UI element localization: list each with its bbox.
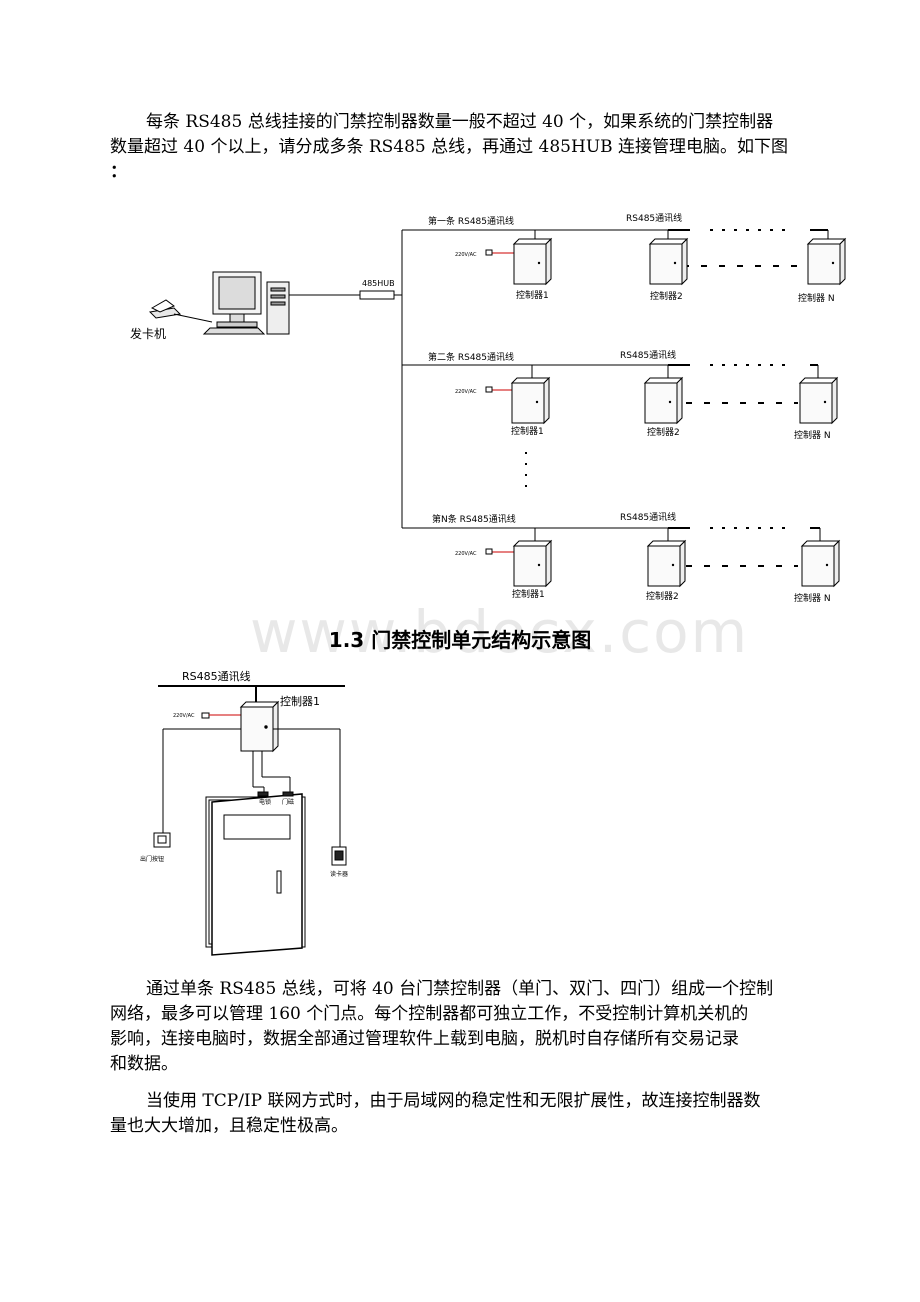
hub-label: 485HUB	[362, 279, 395, 288]
row1-controller-n-label: 控制器 N	[798, 292, 835, 304]
card-reader-label: 读卡器	[330, 870, 348, 878]
bus-row-2	[402, 364, 839, 425]
row1-bus-line-label: RS485通讯线	[626, 212, 682, 224]
rown-power-label: 220V/AC	[455, 551, 477, 557]
row2-bus-line-label: RS485通讯线	[620, 349, 676, 361]
card-issuer-label: 发卡机	[130, 326, 166, 341]
intro-line-1: 每条 RS485 总线挂接的门禁控制器数量一般不超过 40 个，如果系统的门禁控…	[146, 112, 774, 132]
row2-controller-n-label: 控制器 N	[794, 429, 831, 441]
description-line-4: 和数据。	[110, 1054, 178, 1074]
section-heading: 1.3 门禁控制单元结构示意图	[328, 628, 592, 652]
tcpip-line-2: 量也大大增加，且稳定性极高。	[110, 1116, 348, 1136]
row1-bus-name: 第一条 RS485通讯线	[428, 215, 514, 227]
row2-bus-name: 第二条 RS485通讯线	[428, 351, 514, 363]
row2-power-label: 220V/AC	[455, 389, 477, 395]
hub-device	[359, 290, 395, 300]
row1-controller-2-label: 控制器2	[650, 290, 683, 302]
intro-line-2: 数量超过 40 个以上，请分成多条 RS485 总线，再通过 485HUB 连接…	[110, 137, 789, 157]
intro-paragraph: 每条 RS485 总线挂接的门禁控制器数量一般不超过 40 个，如果系统的门禁控…	[110, 110, 810, 185]
card-issuer-icon	[148, 299, 213, 323]
intro-line-3: ：	[110, 162, 127, 182]
unit-bus-label: RS485通讯线	[182, 669, 251, 683]
description-line-3: 影响，连接电脑时，数据全部通过管理软件上载到电脑，脱机时自存储所有交易记录	[110, 1029, 739, 1049]
bus-row-n	[402, 527, 841, 588]
controller-box	[239, 700, 280, 753]
rown-bus-name: 第N条 RS485通讯线	[432, 513, 516, 525]
tcpip-paragraph: 当使用 TCP/IP 联网方式时，由于局域网的稳定性和无限扩展性，故连接控制器数…	[110, 1089, 810, 1139]
rown-controller-1-label: 控制器1	[512, 588, 545, 600]
rown-controller-2-label: 控制器2	[646, 590, 679, 602]
watermark: www.bdocx.com	[250, 598, 750, 666]
description-line-1: 通过单条 RS485 总线，可将 40 台门禁控制器（单门、双门、四门）组成一个…	[146, 979, 774, 999]
access-control-unit-diagram: RS485通讯线 控制器1 220V/AC 电锁 门磁 出门按钮 读卡器	[140, 669, 348, 956]
bus-row-1	[402, 229, 847, 286]
description-line-2: 网络，最多可以管理 160 个门点。每个控制器都可独立工作，不受控制计算机关机的	[110, 1004, 749, 1024]
lock-label: 电锁	[259, 798, 271, 806]
network-topology-diagram: 发卡机 485HUB 第一条 RS485通讯线 RS485通讯线 220V/AC…	[130, 212, 847, 604]
computer-icon	[202, 271, 290, 335]
door-icon	[205, 793, 306, 956]
row2-controller-1-label: 控制器1	[511, 425, 544, 437]
description-paragraph: 通过单条 RS485 总线，可将 40 台门禁控制器（单门、双门、四门）组成一个…	[110, 977, 810, 1077]
rown-controller-n-label: 控制器 N	[794, 592, 831, 604]
rown-bus-line-label: RS485通讯线	[620, 511, 676, 523]
exit-button-label: 出门按钮	[140, 855, 164, 863]
row1-controller-1-label: 控制器1	[516, 289, 549, 301]
unit-power-label: 220V/AC	[173, 713, 195, 719]
unit-controller-label: 控制器1	[280, 694, 320, 708]
tcpip-line-1: 当使用 TCP/IP 联网方式时，由于局域网的稳定性和无限扩展性，故连接控制器数	[146, 1091, 761, 1111]
door-sensor-label: 门磁	[282, 798, 294, 806]
row1-power-label: 220V/AC	[455, 252, 477, 258]
row2-controller-2-label: 控制器2	[647, 426, 680, 438]
